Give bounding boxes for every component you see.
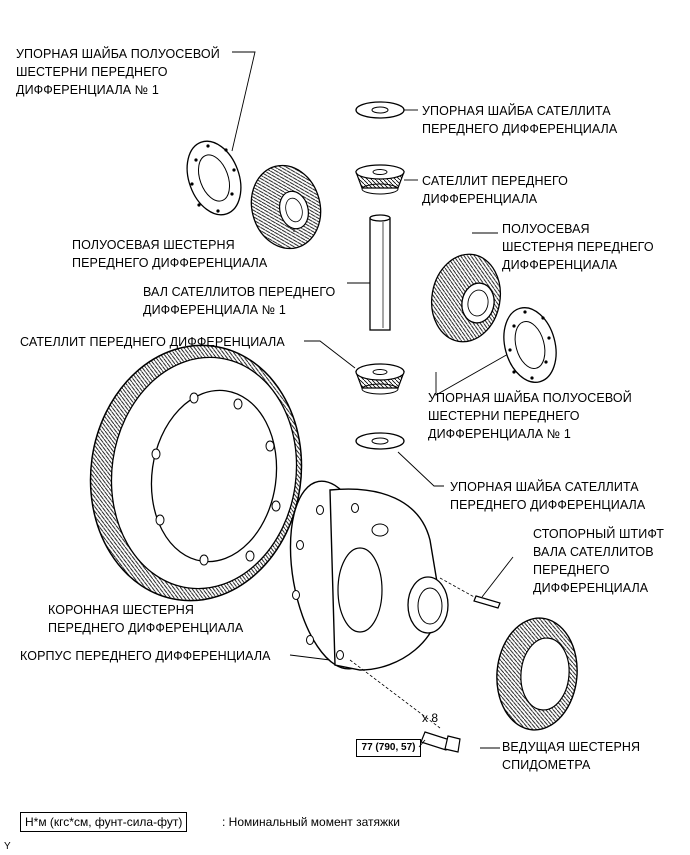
label-side-gear-thrust-washer-left: УПОРНАЯ ШАЙБА ПОЛУОСЕВОЙ ШЕСТЕРНИ ПЕРЕДН… <box>16 47 220 97</box>
label-pinion-bottom: САТЕЛЛИТ ПЕРЕДНЕГО ДИФФЕРЕНЦИАЛА <box>20 335 285 349</box>
torque-spec-box: 77 (790, 57) <box>356 739 421 757</box>
label-side-gear-left: ПОЛУОСЕВАЯ ШЕСТЕРНЯ ПЕРЕДНЕГО ДИФФЕРЕНЦИ… <box>72 238 268 270</box>
side-gear-left <box>250 164 322 250</box>
straight-pin <box>439 577 501 609</box>
side-gear-thrust-washer-right <box>503 307 557 383</box>
speedometer-drive-gear <box>496 617 578 731</box>
differential-case <box>289 480 449 671</box>
corner-mark: Y <box>4 841 11 852</box>
legend-units-box: Н*м (кгс*см, фунт-сила-фут) <box>20 812 188 832</box>
side-gear-thrust-washer-left <box>186 140 242 216</box>
label-differential-case: КОРПУС ПЕРЕДНЕГО ДИФФЕРЕНЦИАЛА <box>20 649 271 663</box>
bolt-quantity: x 8 <box>422 711 439 725</box>
label-speedometer-drive-gear: ВЕДУЩАЯ ШЕСТЕРНЯ СПИДОМЕТРА <box>502 740 641 772</box>
legend-description: : Номинальный момент затяжки <box>222 815 400 829</box>
label-side-gear-thrust-washer-right: УПОРНАЯ ШАЙБА ПОЛУОСЕВОЙ ШЕСТЕРНИ ПЕРЕДН… <box>428 391 632 441</box>
label-ring-gear: КОРОННАЯ ШЕСТЕРНЯ ПЕРЕДНЕГО ДИФФЕРЕНЦИАЛ… <box>48 603 244 635</box>
label-straight-pin: СТОПОРНЫЙ ШТИФТ ВАЛА САТЕЛЛИТОВ ПЕРЕДНЕГ… <box>533 527 665 595</box>
pinion-bottom <box>355 363 405 395</box>
label-pinion-top: САТЕЛЛИТ ПЕРЕДНЕГО ДИФФЕРЕНЦИАЛА <box>422 174 569 206</box>
label-side-gear-right: ПОЛУОСЕВАЯ ШЕСТЕРНЯ ПЕРЕДНЕГО ДИФФЕРЕНЦИ… <box>502 222 654 272</box>
pinion-thrust-washer-top <box>355 101 405 119</box>
leader-lines <box>231 51 525 749</box>
pinion-shaft <box>369 214 391 331</box>
pinion-top <box>355 164 405 195</box>
label-pinion-thrust-washer-bottom: УПОРНАЯ ШАЙБА САТЕЛЛИТА ПЕРЕДНЕГО ДИФФЕР… <box>450 480 646 512</box>
side-gear-right <box>431 253 501 343</box>
label-pinion-shaft: ВАЛ САТЕЛЛИТОВ ПЕРЕДНЕГО ДИФФЕРЕНЦИАЛА №… <box>143 285 336 317</box>
ring-gear <box>89 344 303 602</box>
case-bolt <box>349 659 461 753</box>
label-pinion-thrust-washer-top: УПОРНАЯ ШАЙБА САТЕЛЛИТА ПЕРЕДНЕГО ДИФФЕР… <box>422 104 618 136</box>
pinion-thrust-washer-bottom <box>355 432 405 450</box>
